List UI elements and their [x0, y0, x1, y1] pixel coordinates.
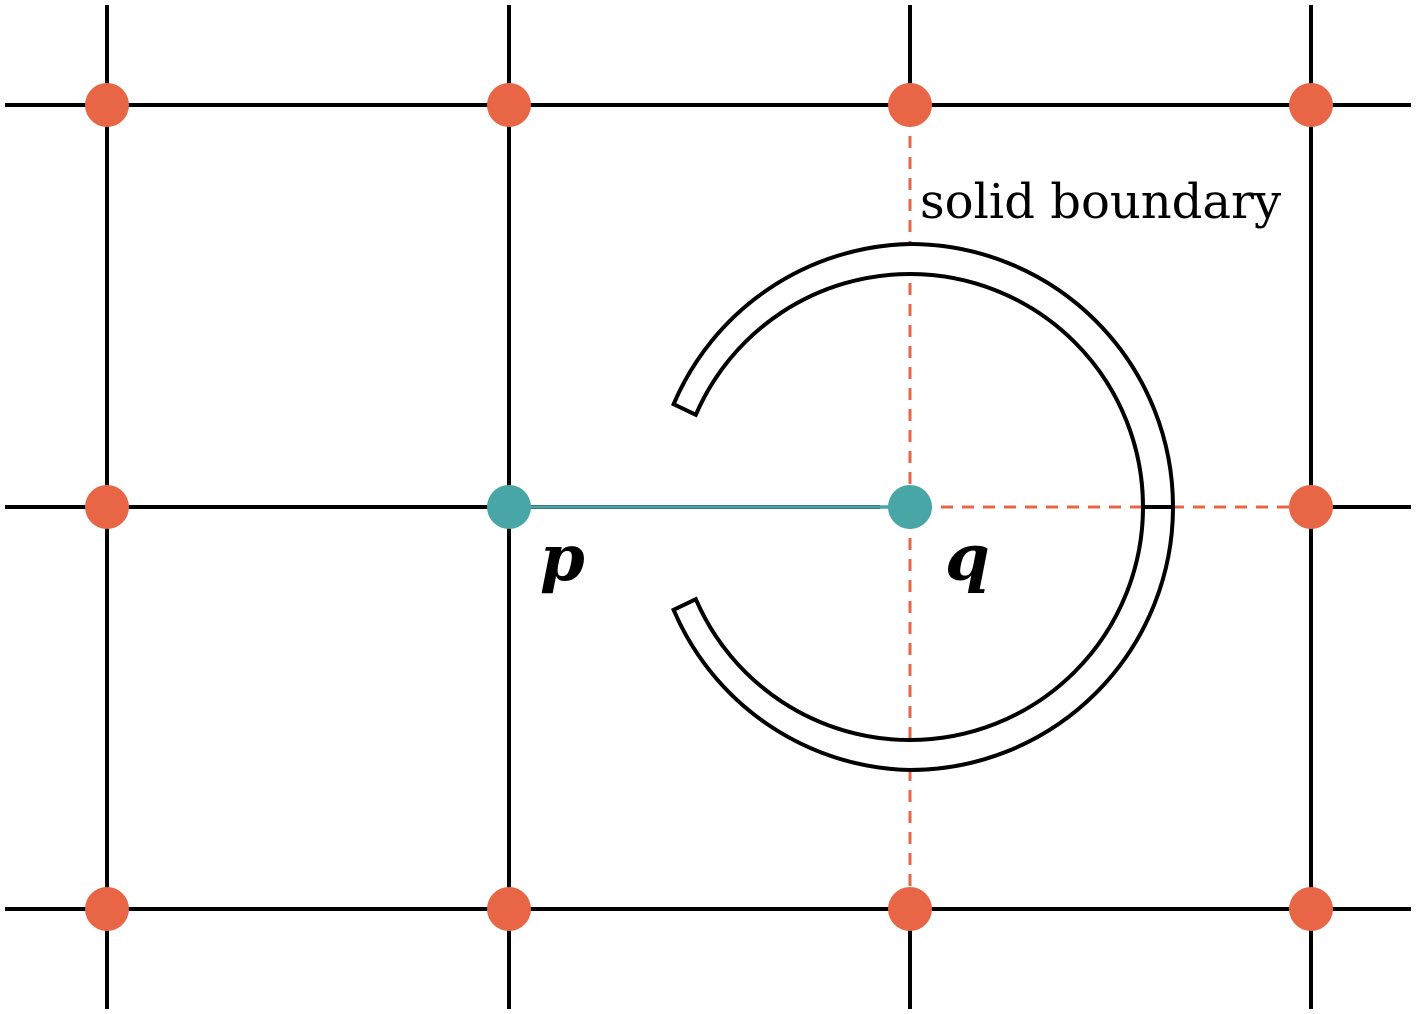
label-q: q — [945, 521, 990, 596]
grid-node — [1289, 887, 1333, 931]
grid-nodes — [85, 83, 1333, 931]
grid-node — [85, 887, 129, 931]
node-q — [888, 485, 932, 529]
grid-node — [487, 83, 531, 127]
label-p: p — [540, 521, 585, 596]
node-p — [487, 485, 531, 529]
grid-node — [85, 83, 129, 127]
grid-node — [888, 887, 932, 931]
grid-node — [85, 485, 129, 529]
grid-node — [1289, 485, 1333, 529]
solid-boundary — [671, 241, 1176, 773]
grid-node — [888, 83, 932, 127]
label-solid-boundary: solid boundary — [920, 174, 1281, 230]
boundary-arc-lower — [671, 505, 1176, 773]
grid-node — [1289, 83, 1333, 127]
highlight-nodes — [487, 485, 932, 529]
dashed-edges — [908, 115, 1301, 899]
grid-node — [487, 887, 531, 931]
